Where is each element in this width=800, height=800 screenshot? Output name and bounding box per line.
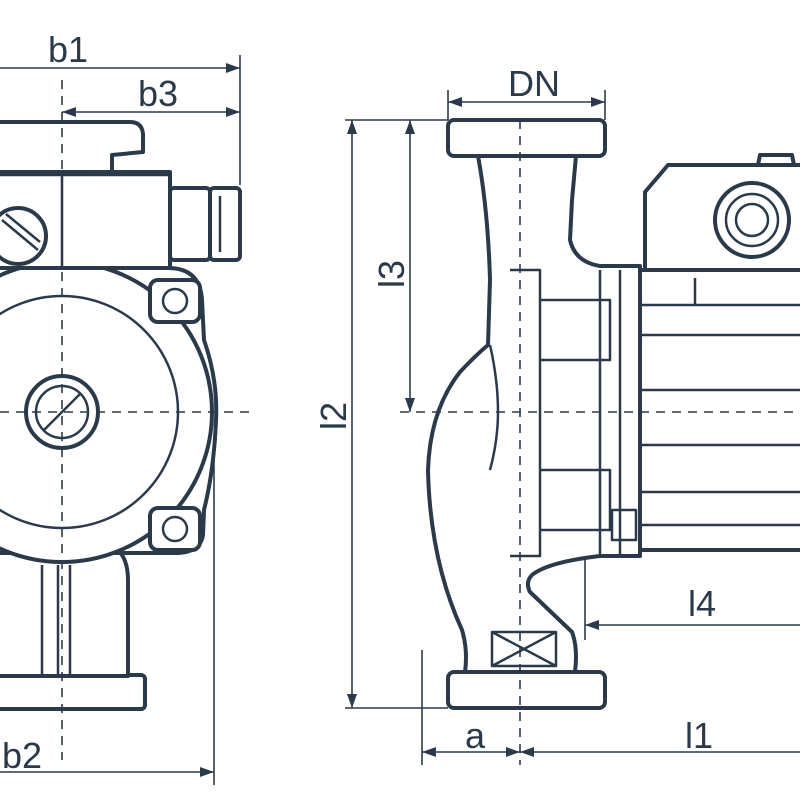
side-view [426, 118, 800, 710]
label-a: a [465, 715, 486, 756]
label-l4: l4 [688, 583, 716, 624]
dimension-a [421, 650, 520, 765]
side-terminal-box [643, 153, 800, 272]
dimension-l3 [405, 120, 415, 412]
label-b2: b2 [2, 735, 42, 776]
dimension-l4 [584, 556, 800, 640]
label-l2: l2 [313, 402, 354, 430]
dimension-l1 [520, 747, 800, 757]
dimension-DN [447, 90, 606, 120]
label-b3: b3 [138, 73, 178, 114]
side-bottom-flange [446, 630, 607, 710]
dimension-b1 [0, 55, 241, 185]
dimension-b3 [62, 107, 240, 117]
dimension-l2 [345, 119, 448, 709]
front-terminal-box [0, 120, 242, 270]
front-view [0, 120, 242, 711]
label-b1: b1 [48, 29, 88, 70]
front-pump-body [0, 260, 219, 564]
dimension-b2 [0, 460, 215, 785]
label-l1: l1 [685, 715, 713, 756]
front-lower-flange [0, 548, 147, 711]
label-DN: DN [508, 63, 560, 104]
side-pump-casing [426, 154, 642, 674]
label-l3: l3 [371, 260, 412, 288]
